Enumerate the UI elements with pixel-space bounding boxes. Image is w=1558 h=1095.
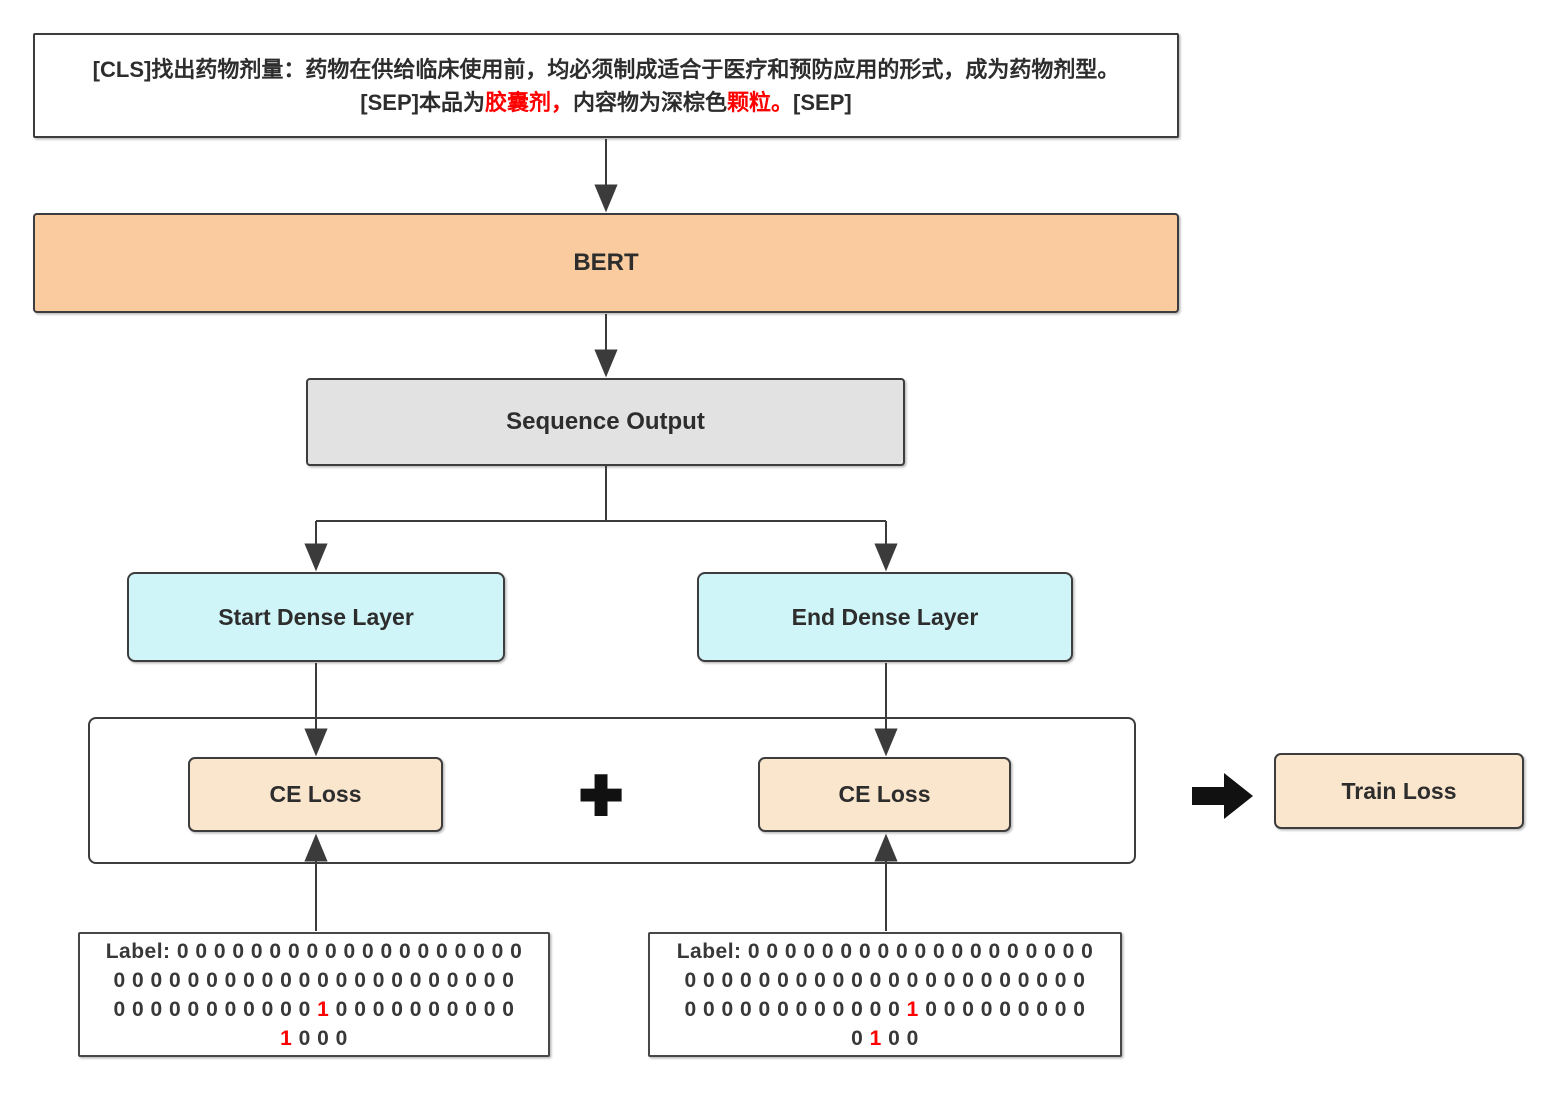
train-loss-node: Train Loss [1274, 753, 1524, 829]
start-label-line4: 1 0 0 0 [280, 1024, 348, 1053]
end-dense-layer-node: End Dense Layer [697, 572, 1073, 662]
input-line2: [SEP]本品为胶囊剂，内容物为深棕色颗粒。[SEP] [360, 86, 851, 119]
sequence-output-label: Sequence Output [506, 408, 705, 435]
plus-icon: + [577, 755, 624, 835]
input-line2-entity1: 胶囊剂， [484, 89, 573, 115]
start-label-line2: 0 0 0 0 0 0 0 0 0 0 0 0 0 0 0 0 0 0 0 0 … [113, 968, 515, 992]
end-label-line3: 0 0 0 0 0 0 0 0 0 0 0 0 1 0 0 0 0 0 0 0 … [685, 995, 1086, 1024]
end-label-line4-post: 0 0 [881, 1026, 919, 1050]
start-label-line1: Label: 0 0 0 0 0 0 0 0 0 0 0 0 0 0 0 0 0… [105, 939, 523, 963]
input-line2-seg3: 内容物为深棕色 [572, 89, 727, 115]
input-line2-entity2: 颗粒。 [727, 89, 794, 115]
ce-loss-start-label: CE Loss [269, 781, 362, 807]
input-line2-seg1: [SEP]本品为 [360, 89, 485, 115]
train-loss-label: Train Loss [1341, 777, 1457, 804]
branch-line [316, 466, 886, 522]
start-dense-layer-label: Start Dense Layer [218, 603, 414, 630]
end-dense-layer-label: End Dense Layer [791, 603, 979, 630]
end-label-line1: Label: 0 0 0 0 0 0 0 0 0 0 0 0 0 0 0 0 0… [676, 939, 1094, 963]
start-label-vector-box: Label: 0 0 0 0 0 0 0 0 0 0 0 0 0 0 0 0 0… [78, 932, 550, 1057]
ce-loss-end-label: CE Loss [838, 781, 931, 807]
end-label-line3-pre: 0 0 0 0 0 0 0 0 0 0 0 0 [684, 997, 907, 1021]
input-line2-seg5: [SEP] [793, 89, 852, 115]
start-label-line3-post: 0 0 0 0 0 0 0 0 0 0 [329, 997, 515, 1021]
sequence-output-node: Sequence Output [306, 378, 905, 466]
plus-operator: + [566, 752, 636, 838]
end-label-line3-post: 0 0 0 0 0 0 0 0 0 [918, 997, 1086, 1021]
end-label-line4-one: 1 [869, 1026, 882, 1050]
end-label-line2: 0 0 0 0 0 0 0 0 0 0 0 0 0 0 0 0 0 0 0 0 … [684, 968, 1086, 992]
thick-right-arrow-icon [1192, 773, 1253, 819]
end-label-vector-box: Label: 0 0 0 0 0 0 0 0 0 0 0 0 0 0 0 0 0… [648, 932, 1122, 1057]
start-dense-layer-node: Start Dense Layer [127, 572, 505, 662]
bert-label: BERT [573, 249, 639, 276]
start-label-line3: 0 0 0 0 0 0 0 0 0 0 0 1 0 0 0 0 0 0 0 0 … [114, 995, 515, 1024]
start-label-line4-post: 0 0 0 [292, 1026, 348, 1050]
input-line1: [CLS]找出药物剂量：药物在供给临床使用前，均必须制成适合于医疗和预防应用的形… [92, 56, 1120, 82]
ce-loss-end-node: CE Loss [758, 757, 1011, 832]
ce-loss-start-node: CE Loss [188, 757, 443, 832]
bert-node: BERT [33, 213, 1179, 313]
input-text-box: [CLS]找出药物剂量：药物在供给临床使用前，均必须制成适合于医疗和预防应用的形… [33, 33, 1179, 138]
end-label-line3-one: 1 [906, 997, 919, 1021]
end-label-line4-pre: 0 [851, 1026, 870, 1050]
start-label-line3-one: 1 [317, 997, 330, 1021]
end-label-line4: 0 1 0 0 [851, 1024, 919, 1053]
start-label-line4-one: 1 [280, 1026, 293, 1050]
start-label-line3-pre: 0 0 0 0 0 0 0 0 0 0 0 [113, 997, 318, 1021]
